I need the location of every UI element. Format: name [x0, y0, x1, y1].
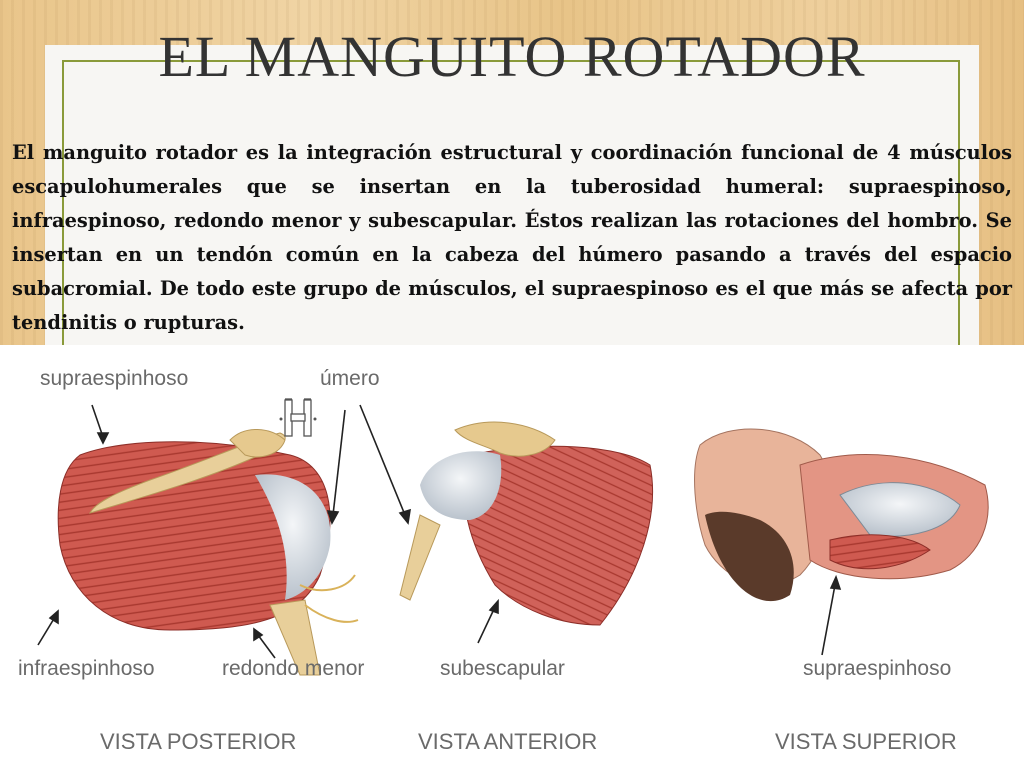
- anatomy-figure: supraespinhoso úmero infraespinhoso redo…: [0, 345, 1024, 768]
- posterior-view-illustration: [57, 429, 359, 676]
- slide-paragraph: El manguito rotador es la integración es…: [12, 141, 1012, 334]
- slide-frame: [62, 60, 960, 345]
- view-label-superior: VISTA SUPERIOR: [775, 729, 957, 754]
- anatomy-illustration: [37, 404, 989, 676]
- pointer-arrows: [37, 404, 842, 659]
- label-supraespinhoso-top: supraespinhoso: [40, 367, 189, 390]
- view-label-posterior: VISTA POSTERIOR: [100, 729, 297, 754]
- label-subescapular: subescapular: [440, 657, 565, 680]
- superior-view-illustration: [694, 428, 989, 602]
- label-redondo-menor: redondo menor: [222, 657, 365, 680]
- paper-panel: [45, 45, 979, 345]
- slide-title: EL MANGUITO ROTADOR: [158, 24, 866, 89]
- logo-h-icon: [279, 398, 317, 437]
- label-supraespinhoso-bottom: supraespinhoso: [803, 657, 952, 680]
- anterior-view-illustration: [399, 421, 653, 626]
- view-label-anterior: VISTA ANTERIOR: [418, 729, 598, 754]
- label-infraespinhoso: infraespinhoso: [18, 657, 155, 680]
- label-umero: úmero: [320, 367, 380, 390]
